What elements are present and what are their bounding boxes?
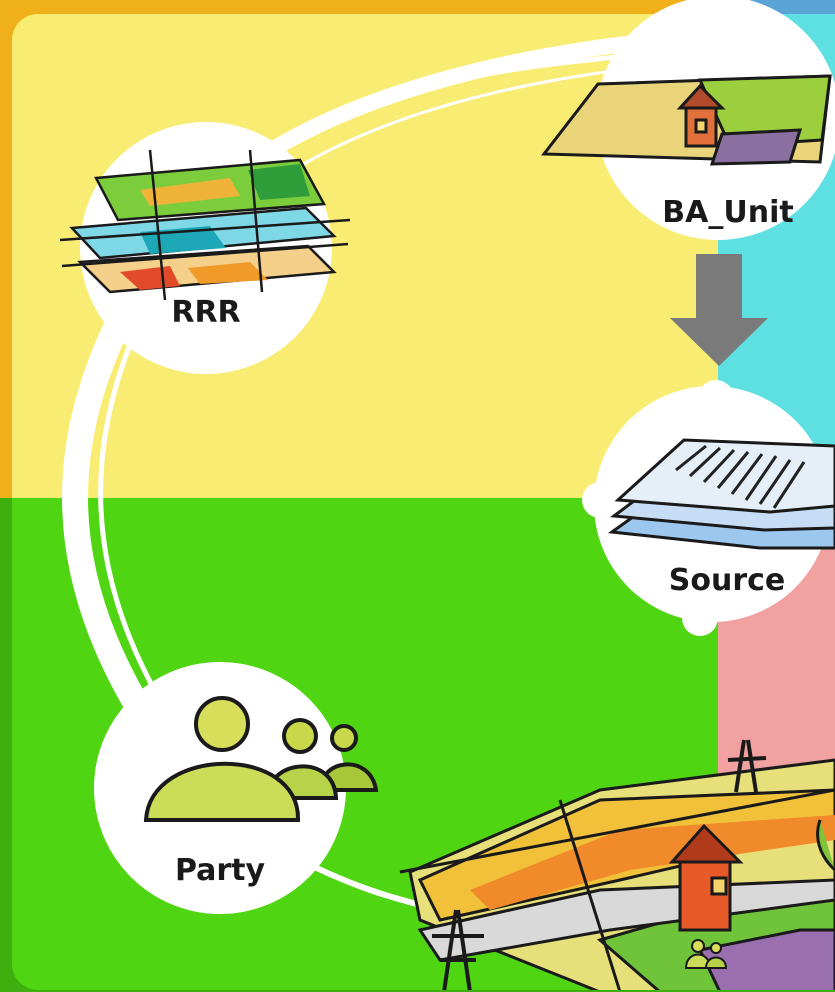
puzzle-tab-bottom [682,600,718,636]
node-rrr-label: RRR [171,295,240,330]
node-ba-unit-label: BA_Unit [662,195,793,230]
node-source-label: Source [669,563,786,598]
puzzle-tab-left [582,482,618,518]
puzzle-tab-top [698,380,734,416]
node-party-label: Party [175,853,266,888]
arrow-shaft [696,254,742,320]
